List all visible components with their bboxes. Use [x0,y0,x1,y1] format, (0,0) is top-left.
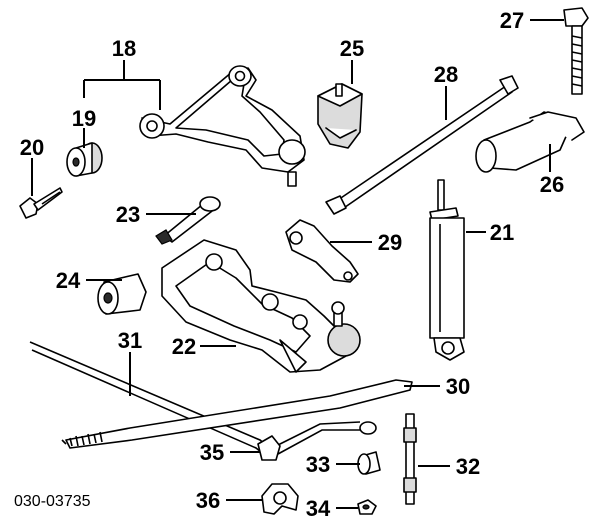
diagram-code: 030-03735 [14,493,91,510]
callout-29: 29 [378,230,402,255]
bump-stopper-25 [317,83,363,149]
callout-21: 21 [490,220,514,245]
stabilizer-link-32 [403,413,417,505]
bolt-20 [19,187,63,219]
callout-33: 33 [306,452,330,477]
callout-36: 36 [196,488,220,513]
nut-34 [357,499,377,515]
callout-31: 31 [118,328,142,353]
callout-25: 25 [340,36,364,61]
lower-control-arm [161,239,361,373]
callout-34: 34 [306,496,331,521]
upper-control-arm [139,65,306,187]
callout-18: 18 [112,36,136,61]
bushing-24 [97,273,147,315]
callout-30: 30 [446,374,470,399]
callout-22: 22 [172,334,196,359]
callout-20: 20 [20,135,44,160]
bushing-26 [475,111,585,173]
clamp-36 [261,483,299,515]
callout-28: 28 [434,62,458,87]
callout-19: 19 [72,106,96,131]
strut-bar-30 [61,379,413,449]
callout-35: 35 [200,440,224,465]
bolt-27 [563,7,589,95]
callout-32: 32 [456,454,480,479]
pin-23 [155,196,221,245]
shock-absorber-21 [429,179,465,361]
callout-27: 27 [500,8,524,33]
rod-28 [325,75,519,215]
bushing-19 [66,142,103,177]
callout-23: 23 [116,202,140,227]
bracket-35 [257,435,281,461]
bracket-29 [285,219,359,283]
leader-18 [83,60,161,110]
callout-26: 26 [540,172,564,197]
bushing-33 [357,451,381,475]
callout-24: 24 [56,268,81,293]
